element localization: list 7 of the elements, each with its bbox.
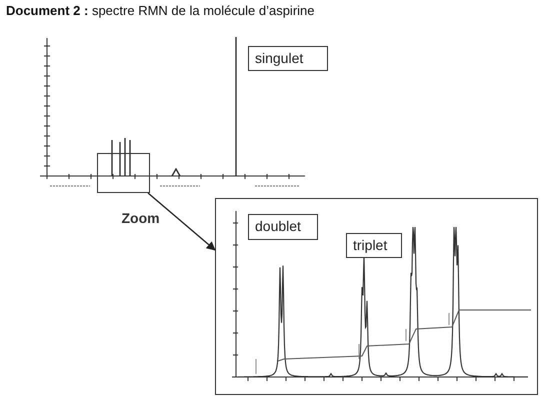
peak-label: doublet bbox=[248, 214, 318, 240]
peak-label: triplet bbox=[346, 233, 402, 258]
peak-label: singulet bbox=[248, 46, 328, 71]
title: Document 2 : spectre RMN de la molécule d’aspirine bbox=[6, 3, 314, 18]
zoomed-spectrum-panel bbox=[215, 198, 538, 395]
zoom-region-frame bbox=[97, 153, 150, 193]
arrow bbox=[148, 192, 216, 251]
